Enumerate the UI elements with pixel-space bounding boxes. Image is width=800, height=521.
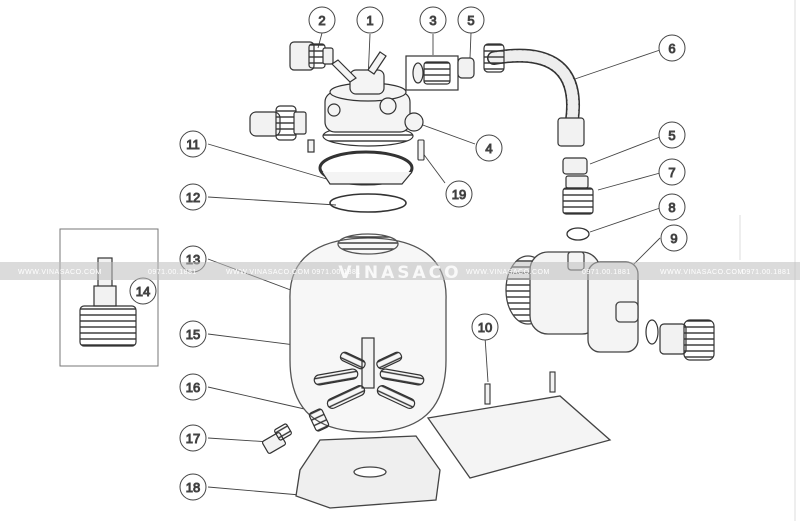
fitting-3 [405,55,459,91]
svg-text:16: 16 [186,380,200,395]
callout-8: 8 [658,193,686,221]
svg-text:0971.00.1881: 0971.00.1881 [582,269,631,276]
svg-text:7: 7 [668,165,675,180]
callout-14: 14 [129,277,157,305]
callout-12: 12 [179,183,207,211]
svg-text:18: 18 [186,480,200,495]
svg-text:5: 5 [668,128,675,143]
svg-text:VINASACO: VINASACO [338,263,461,283]
svg-text:19: 19 [452,187,466,202]
callout-17: 17 [179,424,207,452]
svg-text:15: 15 [186,327,200,342]
svg-text:4: 4 [485,141,492,156]
valve-gauge [404,112,424,132]
watermark-band: WWW.VINASACO.COM 0971.00.1881 WWW.VINASA… [0,262,800,283]
multiport-valve [322,51,414,147]
callout-5-right: 5 [658,121,686,149]
clamp-11 [307,139,414,186]
ring-5-top [457,57,475,79]
svg-text:1: 1 [366,13,373,28]
callout-15: 15 [179,320,207,348]
svg-text:5: 5 [467,13,474,28]
callout-5-top: 5 [457,6,485,34]
pump-union [645,319,715,361]
callout-4: 4 [475,134,503,162]
base-18 [295,395,612,509]
o-ring-8 [566,227,590,241]
svg-text:12: 12 [186,190,200,205]
laterals-15 [313,337,425,409]
svg-text:3: 3 [429,13,436,28]
svg-text:14: 14 [136,284,150,299]
svg-text:11: 11 [186,137,200,152]
svg-text:WWW.VINASACO.COM: WWW.VINASACO.COM [18,269,102,276]
callout-19: 19 [445,180,473,208]
o-ring-12 [329,193,407,213]
svg-text:WWW.VINASACO.COM: WWW.VINASACO.COM [226,269,310,276]
callout-10: 10 [471,313,499,341]
svg-text:0971.00.1881: 0971.00.1881 [148,269,197,276]
adapter-7 [562,175,594,215]
svg-text:9: 9 [670,231,677,246]
svg-text:0971.00.1881: 0971.00.1881 [742,269,791,276]
svg-text:0971.00.1881: 0971.00.1881 [312,269,361,276]
callout-6: 6 [658,34,686,62]
bolts-10 [484,371,556,405]
svg-text:2: 2 [318,13,325,28]
callout-7: 7 [658,158,686,186]
callout-18: 18 [179,473,207,501]
callout-16: 16 [179,373,207,401]
callout-1: 1 [356,6,384,34]
drain-16 [308,408,330,432]
flexible-hose-6 [483,43,585,147]
callout-2: 2 [308,6,336,34]
callouts: 1 2 3 4 5 5 6 7 8 9 10 11 12 13 14 15 16… [129,6,688,501]
ring-5-right [562,157,588,175]
bolt-19 [417,139,425,161]
callout-9: 9 [660,224,688,252]
callout-3: 3 [419,6,447,34]
svg-text:17: 17 [186,431,200,446]
svg-text:WWW.VINASACO.COM: WWW.VINASACO.COM [466,269,550,276]
drain-plug-17 [261,423,292,454]
union-fitting-left [249,105,307,141]
callout-11: 11 [179,130,207,158]
svg-text:10: 10 [478,320,492,335]
union-fitting-top [289,41,334,71]
frame-edge [739,0,796,521]
svg-text:8: 8 [668,200,675,215]
inset-14 [59,228,159,367]
svg-text:6: 6 [668,41,675,56]
svg-text:WWW.VINASACO.COM: WWW.VINASACO.COM [660,269,744,276]
